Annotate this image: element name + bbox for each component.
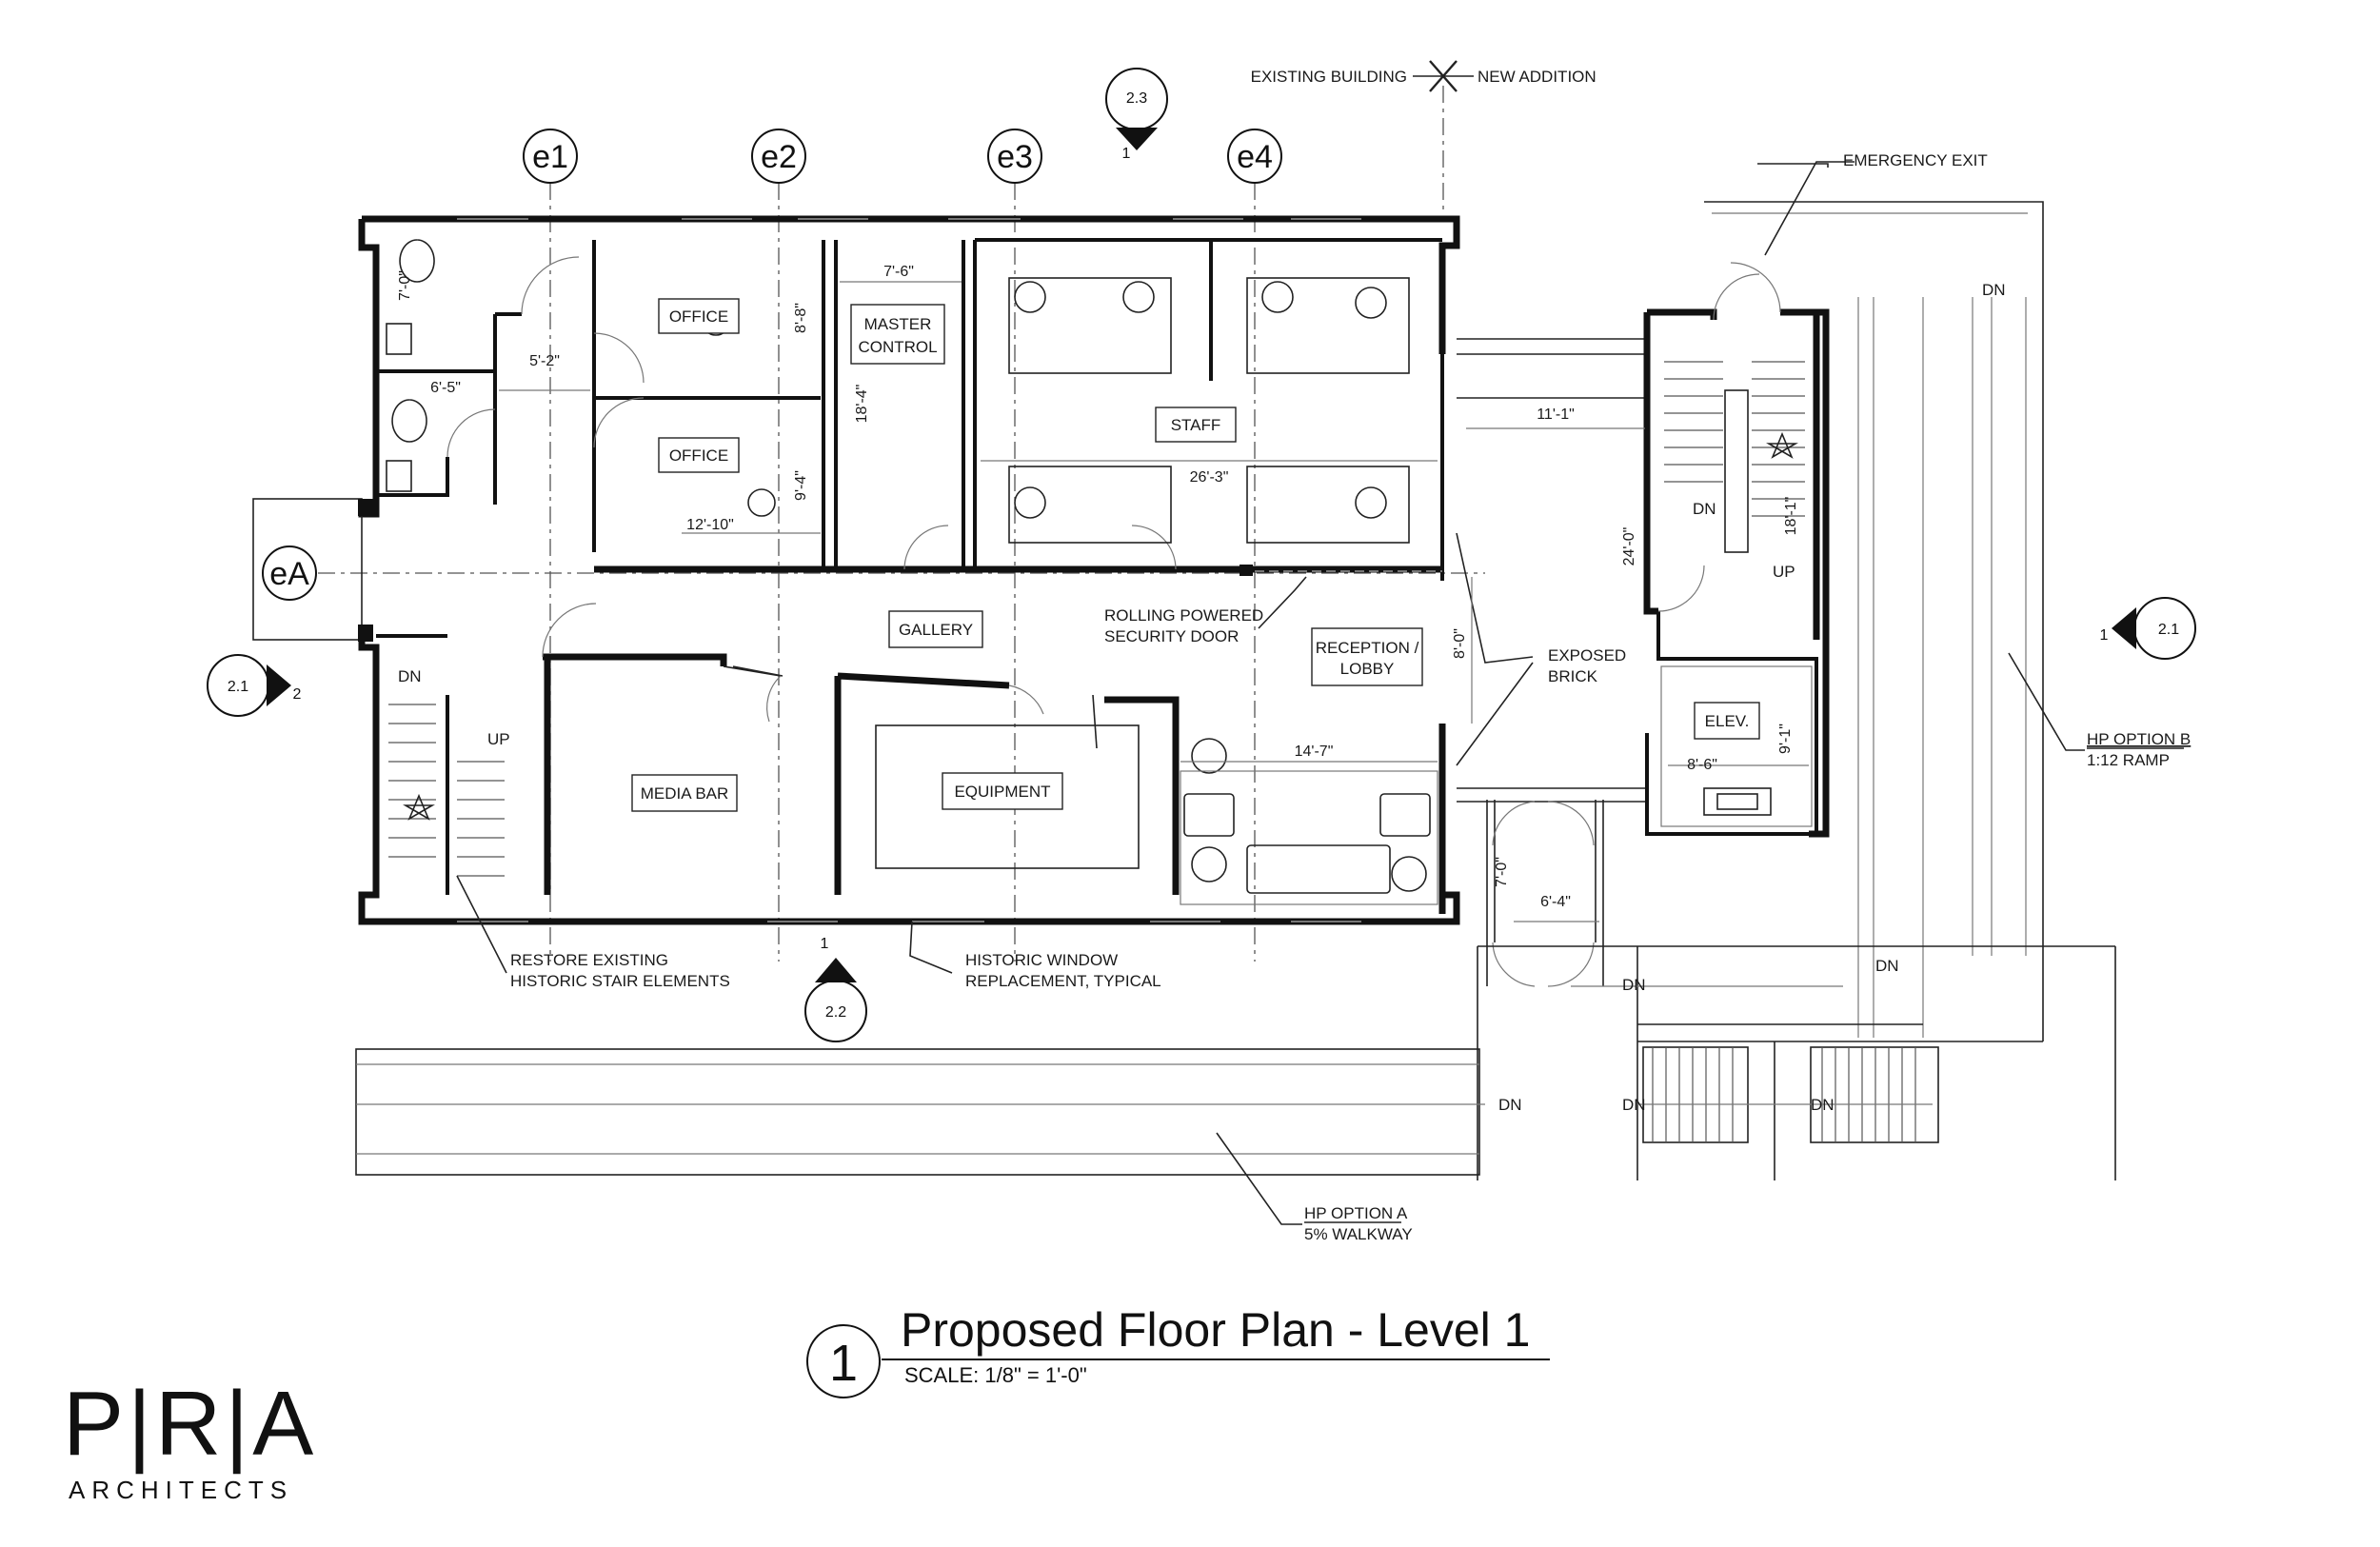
note-restore-stair-line2: HISTORIC STAIR ELEMENTS [510, 972, 730, 990]
dim-7-0-restroom: 7'-0" [397, 270, 413, 301]
drawing-title-block: 1 Proposed Floor Plan - Level 1 SCALE: 1… [806, 1303, 1550, 1398]
room-label-master: MASTER [864, 315, 932, 333]
dim-18-1: 18'-1" [1783, 497, 1799, 536]
grid-bubble-e4: e4 [1227, 129, 1282, 184]
direction-labels: DN UP DN UP DN DN DN DN DN DN [398, 281, 2006, 1114]
stair-dn-label: DN [398, 667, 422, 685]
room-tags: OFFICE OFFICE MASTER CONTROL STAFF GALLE… [631, 298, 1760, 812]
tower-dn-label: DN [1693, 500, 1716, 518]
section-sheet-2-3: 2.3 [1126, 90, 1147, 107]
drawing-title: Proposed Floor Plan - Level 1 [901, 1303, 1530, 1357]
drawing-number: 1 [829, 1335, 858, 1392]
note-hp-option-b: HP OPTION B [2087, 730, 2191, 748]
section-num-2-2: 1 [821, 936, 829, 952]
room-label-control: CONTROL [858, 338, 937, 356]
grid-bubble-e3: e3 [987, 129, 1042, 184]
room-label-gallery: GALLERY [899, 621, 973, 639]
note-rolling-door-line1: ROLLING POWERED [1104, 606, 1263, 625]
note-emergency-exit: EMERGENCY EXIT [1843, 151, 1988, 169]
dim-5-2: 5'-2" [529, 353, 560, 369]
new-addition [355, 201, 2116, 1180]
step-dn-label-2: DN [1811, 1096, 1835, 1114]
stair-up-label: UP [487, 730, 510, 748]
ramp-b-dn-label: DN [1982, 281, 2006, 299]
room-label-elevator: ELEV. [1705, 712, 1750, 730]
section-marker-2-2: 2.2 1 [804, 936, 867, 1042]
existing-new-divider: EXISTING BUILDING NEW ADDITION [1251, 60, 1597, 92]
step-dn-label-1: DN [1622, 1096, 1646, 1114]
grid-bubble-eA: eA [262, 545, 317, 601]
room-label-reception: RECEPTION / [1316, 639, 1419, 657]
dim-9-4: 9'-4" [793, 470, 809, 501]
section-num-2-3: 1 [1122, 146, 1131, 162]
firm-logo: P|R|A ARCHITECTS [63, 1373, 317, 1504]
dim-24-0: 24'-0" [1621, 527, 1637, 566]
grid-label-e1: e1 [532, 139, 568, 175]
note-hp-ramp: 1:12 RAMP [2087, 751, 2170, 769]
dim-8-6: 8'-6" [1687, 757, 1717, 773]
section-marker-2-1-right: 2.1 1 [2100, 597, 2196, 660]
dim-8-8: 8'-8" [793, 303, 809, 333]
room-label-media-bar: MEDIA BAR [641, 784, 729, 803]
dim-26-3: 26'-3" [1190, 469, 1229, 486]
drawing-scale: SCALE: 1/8" = 1'-0" [904, 1363, 1087, 1387]
existing-building [252, 215, 1460, 925]
section-num-2-1-left: 2 [293, 686, 302, 703]
dim-8-0: 8'-0" [1452, 628, 1468, 659]
logo-subtitle: ARCHITECTS [69, 1476, 293, 1504]
room-label-staff: STAFF [1171, 416, 1221, 434]
leader-lines [456, 161, 2085, 1225]
annotations: EMERGENCY EXIT ROLLING POWERED SECURITY … [510, 151, 2191, 1243]
grid-label-e2: e2 [761, 139, 797, 175]
note-hp-option-a: HP OPTION A [1304, 1204, 1408, 1222]
logo-mark: P|R|A [63, 1373, 317, 1475]
dim-11-1: 11'-1" [1537, 407, 1575, 423]
grid-label-e3: e3 [997, 139, 1033, 175]
note-historic-window-line1: HISTORIC WINDOW [965, 951, 1118, 969]
dim-7-6: 7'-6" [883, 264, 914, 280]
walkway-dn-label: DN [1498, 1096, 1522, 1114]
room-label-equipment: EQUIPMENT [954, 783, 1050, 801]
dimension-strings: 7'-0" 5'-2" 6'-5" 8'-8" 9'-4" 12'-10" 7'… [397, 264, 1809, 922]
existing-building-label: EXISTING BUILDING [1251, 68, 1407, 86]
grid-bubble-e1: e1 [523, 129, 578, 184]
section-sheet-2-1-left: 2.1 [228, 679, 248, 695]
dim-12-10: 12'-10" [686, 517, 734, 533]
section-num-2-1-right: 1 [2100, 627, 2109, 644]
note-hp-walkway: 5% WALKWAY [1304, 1225, 1413, 1243]
grid-label-eA: eA [269, 556, 309, 592]
dim-14-7: 14'-7" [1295, 744, 1334, 760]
tower-up-label: UP [1773, 563, 1795, 581]
note-exposed-brick-line1: EXPOSED [1548, 646, 1626, 664]
dim-18-4: 18'-4" [854, 385, 870, 424]
section-marker-2-1-left: 2.1 2 [207, 654, 302, 717]
grid-label-e4: e4 [1237, 139, 1273, 175]
room-label-office-2: OFFICE [669, 446, 728, 465]
ramp-dn-label: DN [1875, 957, 1899, 975]
vestibule-dn-label: DN [1622, 976, 1646, 994]
dim-9-1: 9'-1" [1777, 724, 1794, 754]
section-sheet-2-1-right: 2.1 [2158, 622, 2179, 638]
new-addition-label: NEW ADDITION [1478, 68, 1597, 86]
room-label-lobby: LOBBY [1340, 660, 1395, 678]
dim-6-5: 6'-5" [430, 380, 461, 396]
dim-6-4: 6'-4" [1540, 894, 1571, 910]
note-restore-stair-line1: RESTORE EXISTING [510, 951, 668, 969]
note-exposed-brick-line2: BRICK [1548, 667, 1598, 685]
dim-7-0-vestibule: 7'-0" [1494, 857, 1510, 887]
section-sheet-2-2: 2.2 [825, 1004, 846, 1021]
section-marker-2-3: 2.3 1 [1105, 68, 1168, 162]
note-historic-window-line2: REPLACEMENT, TYPICAL [965, 972, 1161, 990]
grid-bubble-e2: e2 [751, 129, 806, 184]
note-rolling-door-line2: SECURITY DOOR [1104, 627, 1239, 645]
room-label-office-1: OFFICE [669, 307, 728, 326]
